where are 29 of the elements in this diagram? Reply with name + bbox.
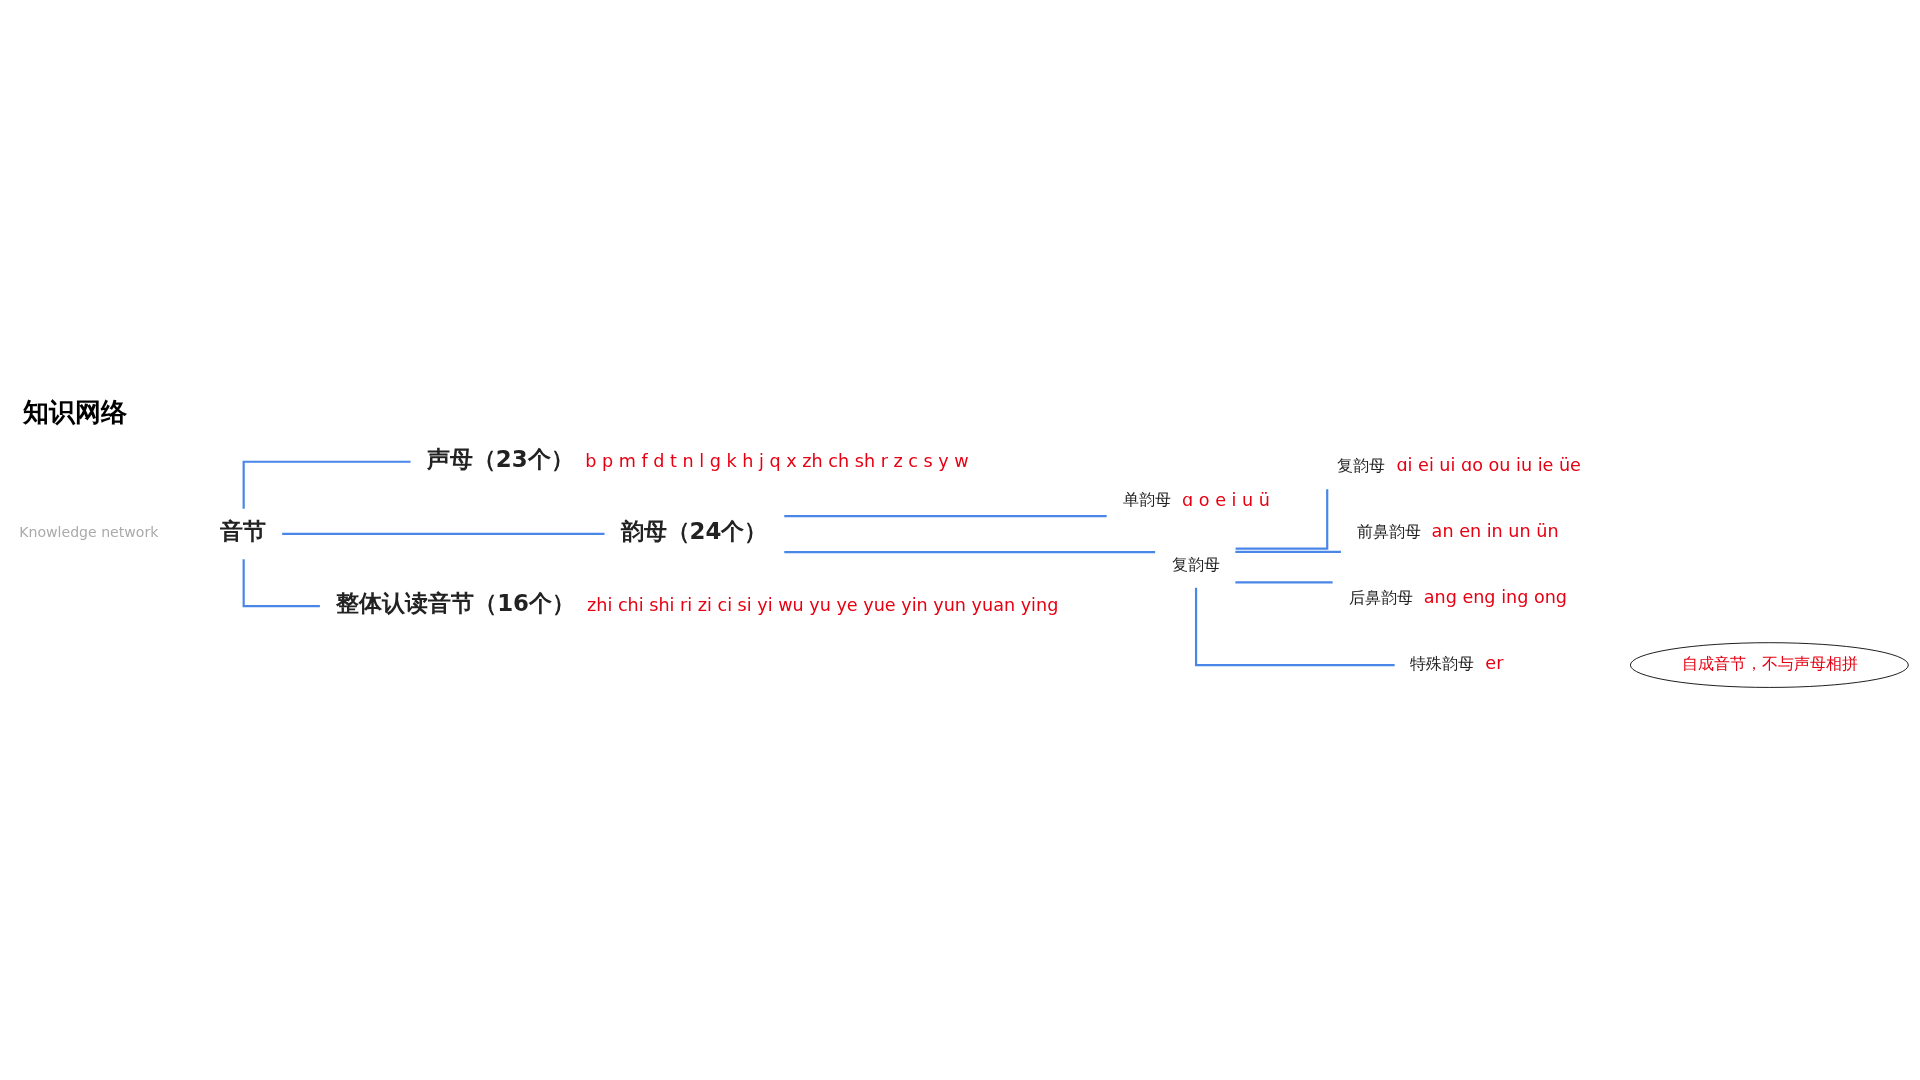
connector xyxy=(242,460,411,509)
node-label: er xyxy=(1485,652,1504,673)
node-label: ang eng ing ong xyxy=(1423,586,1568,607)
node-label: an en in un ün xyxy=(1431,520,1559,541)
node-text: 声母（23个） xyxy=(426,445,574,472)
node-text: 整体认读音节（16个） xyxy=(336,589,576,616)
node-ellipse: 自成音节，不与声母相拼 xyxy=(1629,641,1909,688)
node-label: b p m f d t n l g k h j q x zh ch sh r z c s y w xyxy=(585,450,969,471)
diagram-title: 知识网络 xyxy=(22,395,127,427)
node-label: zhi chi shi ri zi ci si yi wu yu ye yue yin yun yuan ying xyxy=(587,594,1059,615)
node-text: 韵母（24个） xyxy=(620,517,768,544)
node-label: ɑi ei ui ɑo ou iu ie üe xyxy=(1396,454,1581,475)
label: Knowledge network xyxy=(19,523,159,540)
connector xyxy=(784,514,1107,517)
connector xyxy=(1194,587,1395,666)
node-text: 前鼻韵母 xyxy=(1356,521,1421,541)
connector xyxy=(242,558,320,607)
node-text: 后鼻韵母 xyxy=(1348,587,1413,607)
node-text: 音节 xyxy=(220,517,267,544)
connector xyxy=(282,532,605,535)
connector xyxy=(1235,488,1329,550)
connector xyxy=(784,550,1156,553)
node-label: ɑ o e i u ü xyxy=(1182,489,1271,510)
node-text: 单韵母 xyxy=(1123,489,1172,509)
connector xyxy=(1235,580,1333,583)
node-text: 特殊韵母 xyxy=(1410,653,1475,673)
node-text: 复韵母 xyxy=(1337,455,1386,475)
connector xyxy=(1235,550,1341,553)
node-text: 复韵母 xyxy=(1171,554,1220,574)
